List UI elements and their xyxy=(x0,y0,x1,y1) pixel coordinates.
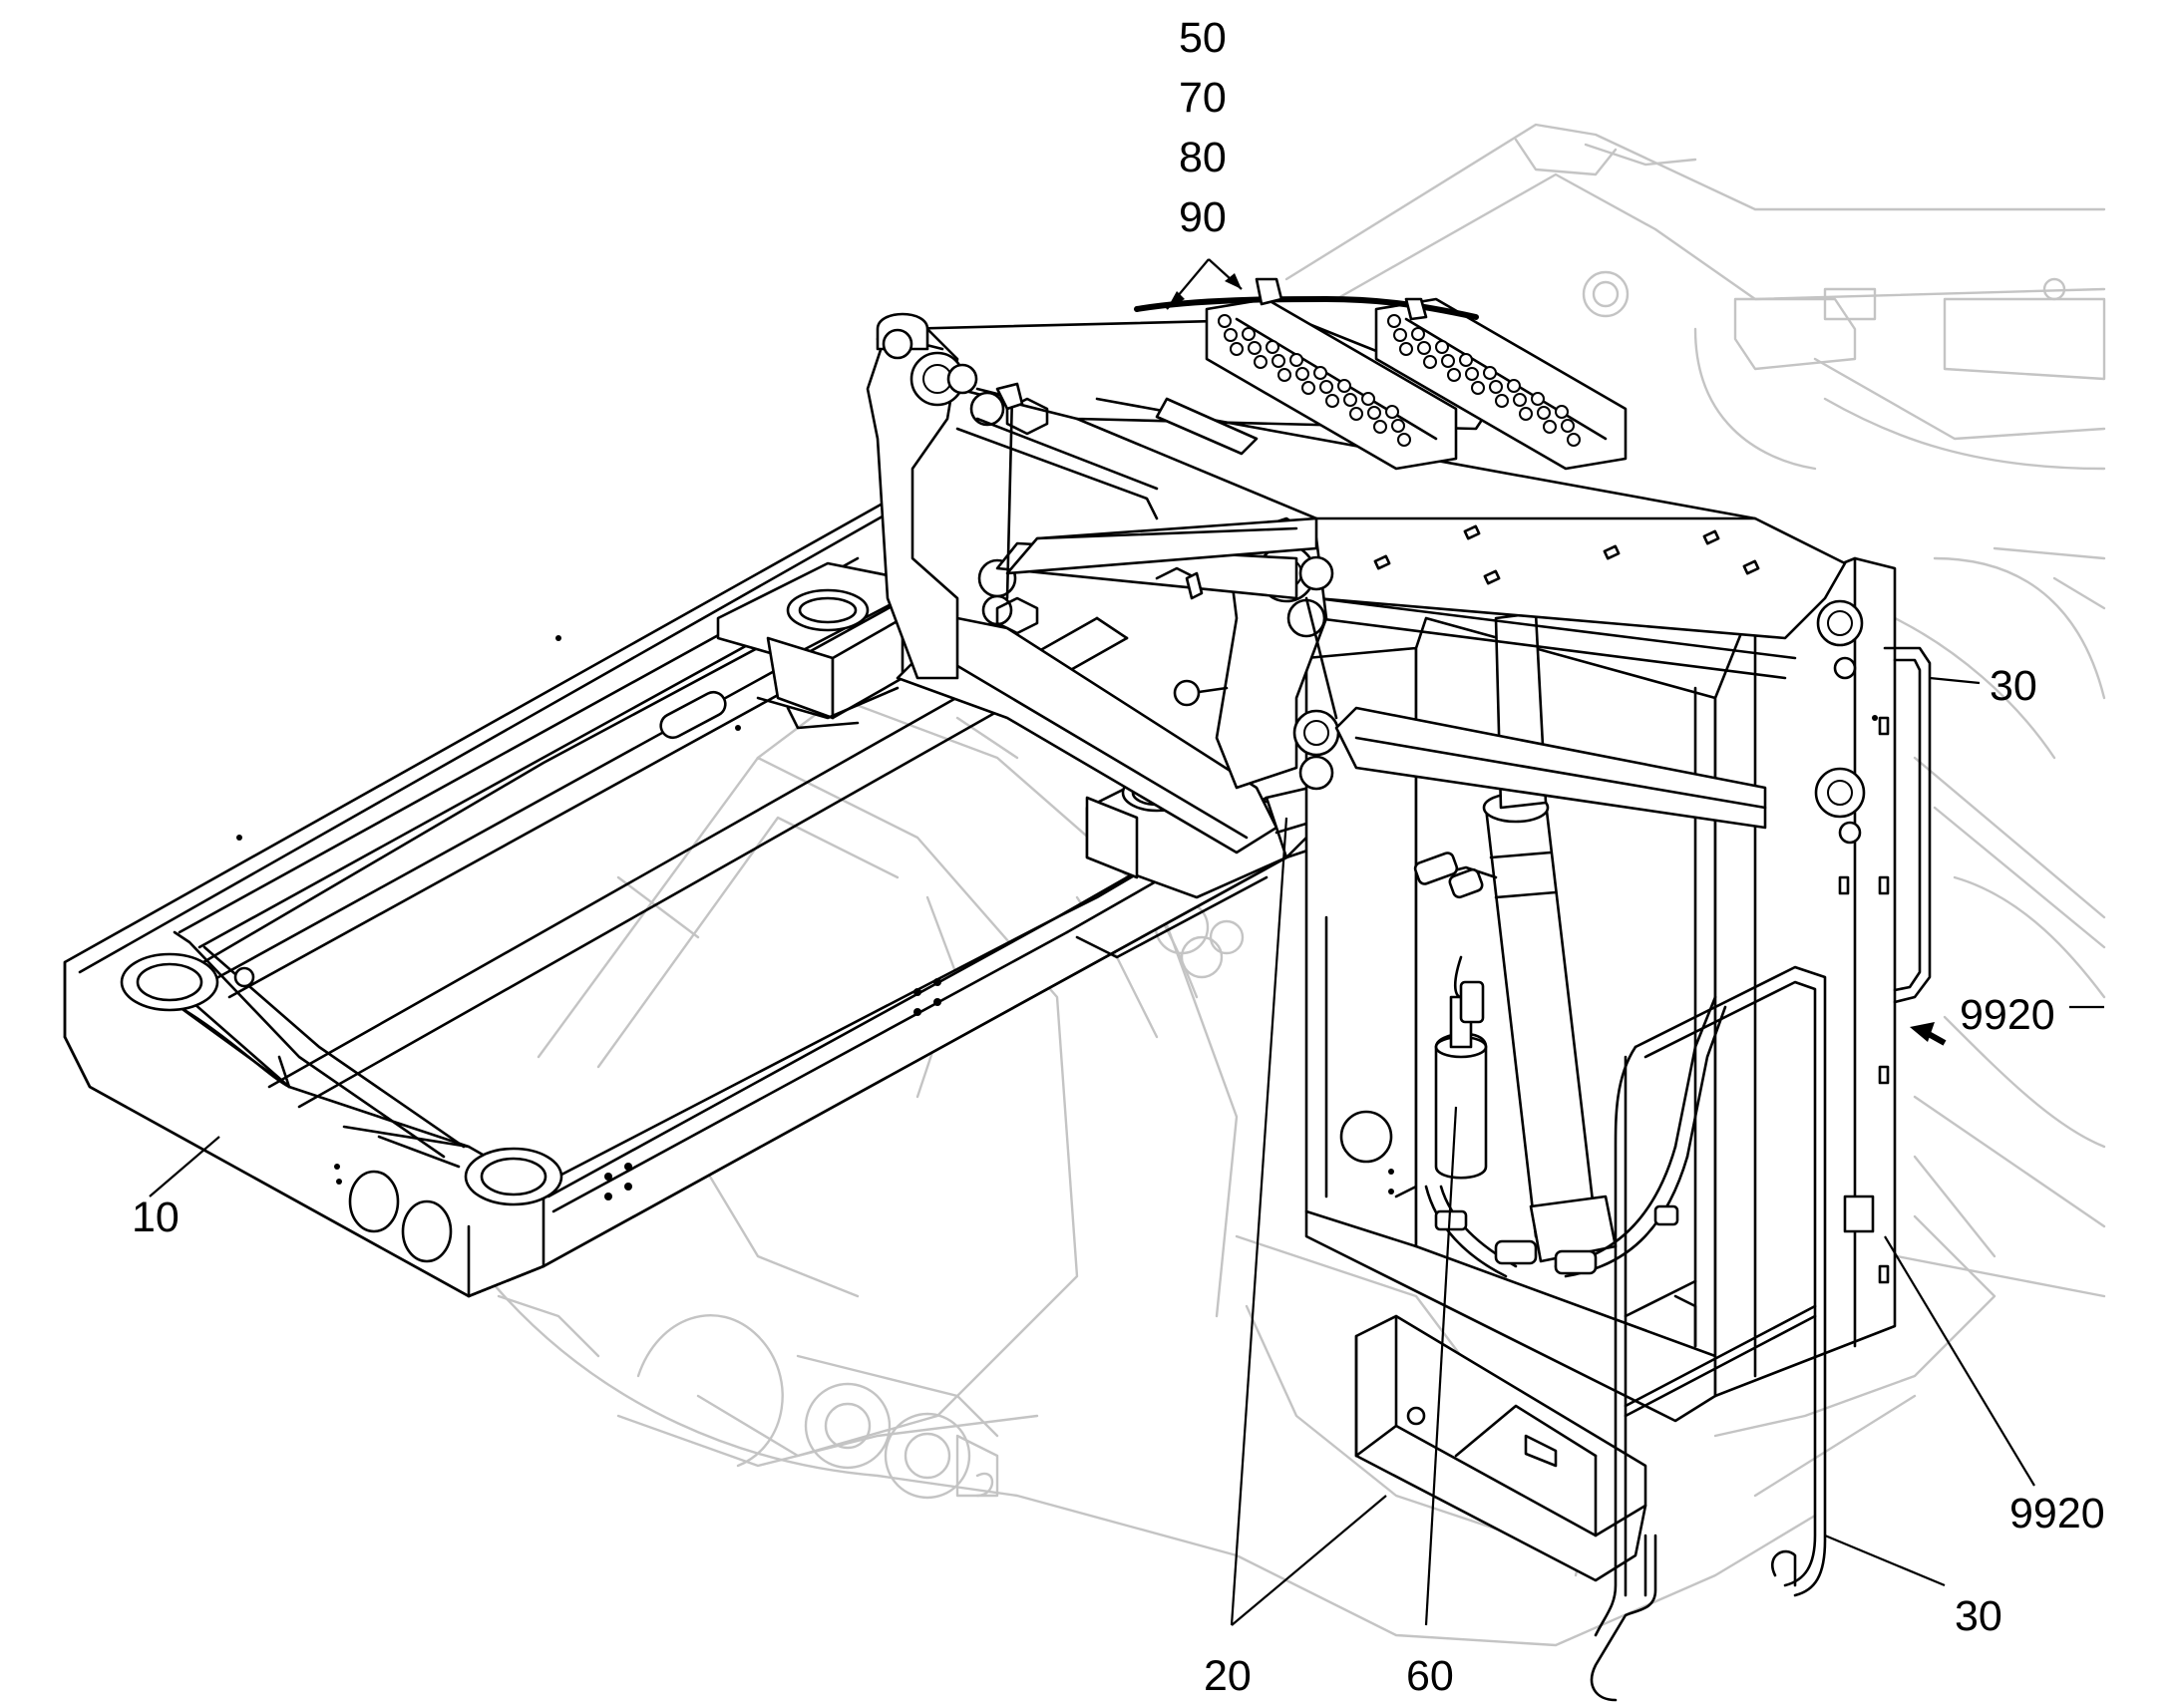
callout-30-bottom: 30 xyxy=(1955,1592,2002,1640)
part-10-front-frame xyxy=(63,502,1288,1298)
terminal-hole xyxy=(1531,392,1545,406)
terminal-hole xyxy=(1567,433,1581,447)
terminal-hole xyxy=(1367,406,1381,420)
terminal-hole xyxy=(1277,368,1291,382)
part-rear-tower xyxy=(1304,556,1897,1423)
terminal-hole xyxy=(1224,328,1238,342)
callout-80: 80 xyxy=(1179,134,1227,181)
terminal-hole xyxy=(1242,327,1256,341)
terminal-hole xyxy=(1513,393,1527,407)
terminal-hole xyxy=(1289,353,1303,367)
terminal-hole xyxy=(1373,420,1387,434)
terminal-hole xyxy=(1349,407,1363,421)
terminal-hole xyxy=(1441,354,1455,368)
callout-60: 60 xyxy=(1406,1652,1454,1700)
leader-lines xyxy=(149,258,2104,1626)
terminal-hole xyxy=(1295,367,1309,381)
callout-9920-arrow: 9920 xyxy=(1960,991,2055,1039)
part-20-tray xyxy=(1354,1314,1647,1582)
terminal-hole xyxy=(1337,379,1351,393)
terminal-hole xyxy=(1313,366,1327,380)
terminal-hole xyxy=(1507,379,1521,393)
terminal-hole xyxy=(1561,419,1575,433)
callout-labels: 50 70 80 90 30 9920 10 9920 30 20 60 xyxy=(132,14,2105,1700)
terminal-hole xyxy=(1301,381,1315,395)
terminal-hole xyxy=(1417,341,1431,355)
terminal-hole xyxy=(1537,406,1551,420)
terminal-hole xyxy=(1266,340,1279,354)
part-30-handrails xyxy=(1590,646,1932,1702)
callout-10: 10 xyxy=(132,1194,180,1241)
terminal-hole xyxy=(1254,355,1268,369)
terminal-hole xyxy=(1319,380,1333,394)
terminal-hole xyxy=(1543,420,1557,434)
terminal-hole xyxy=(1399,342,1413,356)
terminal-hole xyxy=(1343,393,1357,407)
terminal-hole xyxy=(1447,368,1461,382)
terminal-hole xyxy=(1248,341,1262,355)
callout-30-top: 30 xyxy=(1990,662,2037,710)
callout-50: 50 xyxy=(1179,14,1227,62)
terminal-hole xyxy=(1555,405,1569,419)
background-machine-frame xyxy=(477,123,2106,1647)
terminal-hole xyxy=(1483,366,1497,380)
terminal-hole xyxy=(1230,342,1244,356)
terminal-hole xyxy=(1385,405,1399,419)
terminal-hole xyxy=(1435,340,1449,354)
terminal-hole xyxy=(1393,328,1407,342)
terminal-block-strip xyxy=(1134,277,1628,471)
terminal-holes xyxy=(1218,314,1581,447)
terminal-hole xyxy=(1218,314,1232,328)
terminal-hole xyxy=(1489,380,1503,394)
terminal-hole xyxy=(1272,354,1285,368)
terminal-hole xyxy=(1459,353,1473,367)
terminal-hole xyxy=(1471,381,1485,395)
terminal-hole xyxy=(1519,407,1533,421)
callout-20: 20 xyxy=(1204,1652,1252,1700)
terminal-hole xyxy=(1465,367,1479,381)
callout-70: 70 xyxy=(1179,74,1227,122)
terminal-hole xyxy=(1391,419,1405,433)
terminal-hole xyxy=(1423,355,1437,369)
callout-9920-label: 9920 xyxy=(2009,1490,2105,1537)
top-boom-assembly xyxy=(866,277,1847,830)
terminal-hole xyxy=(1325,394,1339,408)
callout-90: 90 xyxy=(1179,193,1227,241)
terminal-hole xyxy=(1397,433,1411,447)
terminal-hole xyxy=(1411,327,1425,341)
terminal-hole xyxy=(1495,394,1509,408)
terminal-hole xyxy=(1387,314,1401,328)
terminal-hole xyxy=(1361,392,1375,406)
